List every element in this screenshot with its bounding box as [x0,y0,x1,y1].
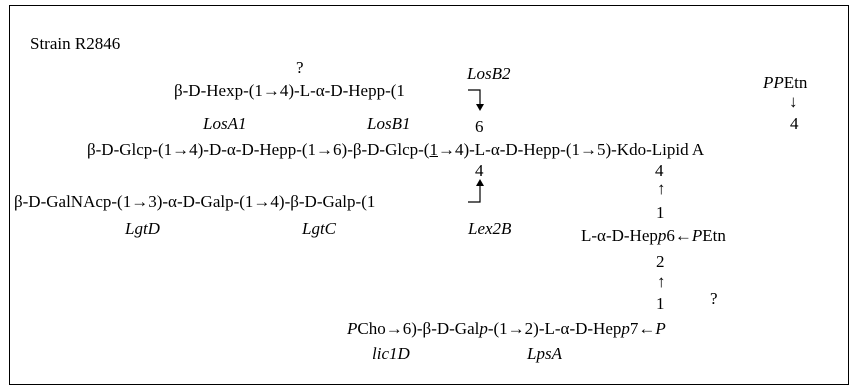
ppetn-label: PPEtn [763,73,808,92]
main-chain: β-D-Glcp-(1→4)-D-α-D-Hepp-(1→6)-β-D-Glcp… [87,141,704,158]
main-chain-part-a: β-D-Glcp-(1→4)-D-α-D-Hepp-(1→6)-β-D-Glcp… [87,140,430,159]
ppetn-position-4: 4 [790,114,799,133]
galnac-gal-chain: β-D-GalNAcp-(1→3)-α-D-Galp-(1→4)-β-D-Gal… [14,192,376,211]
gene-losA1: LosA1 [203,114,247,133]
branch-position-4-right: 4 [655,161,664,180]
arrow-up-2: ↑ [657,272,666,291]
gal-branch-arrowhead [476,179,484,186]
gene-lgtC: LgtC [302,219,337,238]
main-chain-underlined-1: 1 [429,140,438,159]
connector-lines [468,89,484,203]
branch-position-6: 6 [475,117,484,136]
hep-pe-residue: L-α-D-Hepp6←PEtn [581,226,726,245]
gene-lgtD: LgtD [125,219,160,238]
gene-losB1: LosB1 [367,114,411,133]
hex-branch-connector [468,89,481,106]
linkage-position-2: 2 [656,252,665,271]
linkage-position-1-a: 1 [656,203,665,222]
gene-lex2B: Lex2B [468,219,512,238]
strain-title: Strain R2846 [30,34,121,53]
linkage-position-1-b: 1 [656,294,665,313]
unknown-linkage-bottom: ? [710,289,718,308]
gene-lpsA: LpsA [527,344,562,363]
gene-lic1D: lic1D [372,344,410,363]
branch-position-4-left: 4 [475,161,484,180]
arrow-down-ppetn: ↓ [789,92,798,111]
arrow-up-1: ↑ [657,179,666,198]
hex-hep-chain: β-D-Hexp-(1→4)-L-α-D-Hepp-(1 [174,81,405,100]
gal-branch-connector [468,184,481,203]
main-chain-part-b: →4)-L-α-D-Hepp-(1→5)-Kdo-Lipid A [437,140,705,159]
pcho-gal-hep-chain: PCho→6)-β-D-Galp-(1→2)-L-α-D-Hepp7←P [347,319,666,338]
unknown-linkage-top: ? [296,58,304,77]
gene-losB2: LosB2 [467,64,511,83]
hex-branch-arrowhead [476,104,484,111]
